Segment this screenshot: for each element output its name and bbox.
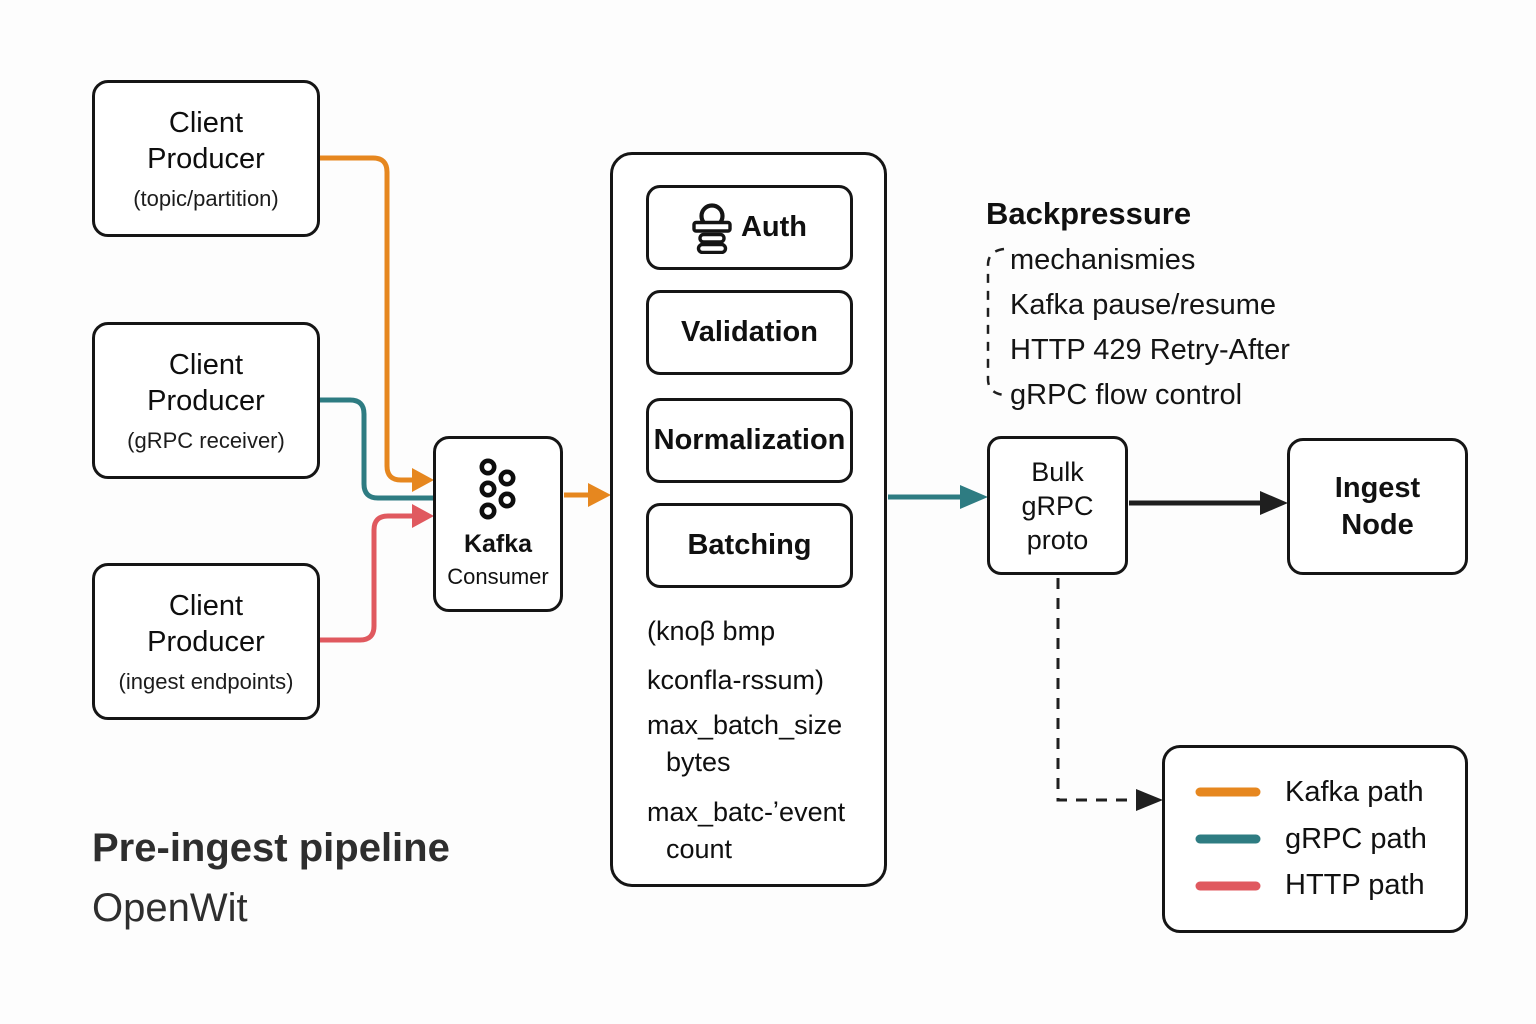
- legend-box: Kafka path gRPC path HTTP path: [1162, 745, 1468, 933]
- bulk-grpc-label-line: proto: [1026, 524, 1089, 555]
- note-line: kconfla-rssum): [647, 665, 825, 695]
- backpressure-list: mechanismies Kafka pause/resume HTTP 429…: [1010, 238, 1290, 418]
- auth-badge-icon: [692, 202, 732, 254]
- kafka-dots-icon: [479, 458, 516, 520]
- kafka-path-swatch: [1195, 787, 1261, 797]
- stage-label: Batching: [687, 529, 812, 561]
- client-producer-http: Client Producer (ingest endpoints): [92, 563, 320, 720]
- legend-pointer-dashed-line: [1056, 578, 1136, 802]
- pipeline-box: Auth Validation Normalization Batching (…: [610, 152, 887, 887]
- stage-validation: Validation: [646, 290, 853, 375]
- backpressure-item: Kafka pause/resume: [1010, 289, 1276, 321]
- note-line: bytes: [666, 747, 731, 777]
- producer-subtitle: (gRPC receiver): [127, 428, 285, 453]
- producer-title-line: Producer: [147, 385, 265, 417]
- stage-label: Normalization: [653, 424, 846, 456]
- legend-row-kafka: Kafka path: [1195, 776, 1465, 809]
- producer-subtitle: (topic/partition): [133, 186, 279, 211]
- backpressure-item: HTTP 429 Retry-After: [1010, 334, 1290, 366]
- kafka-consumer-label: Kafka: [463, 530, 533, 558]
- bulk-grpc-node: Bulk gRPC proto: [987, 436, 1128, 575]
- kafka-path-connector: [320, 155, 412, 483]
- legend-label: HTTP path: [1285, 869, 1425, 902]
- producer-title-line: Client: [168, 349, 244, 381]
- backpressure-item: mechanismies: [1010, 244, 1196, 276]
- backpressure-item: gRPC flow control: [1010, 379, 1243, 411]
- producer-title-line: Client: [168, 107, 244, 139]
- kafka-consumer-sublabel: Consumer: [447, 564, 549, 589]
- ingest-node-label-line: Ingest: [1334, 471, 1421, 504]
- note-line: max_batc-ʼevent: [647, 797, 846, 827]
- stage-label: Auth: [740, 211, 808, 243]
- legend-label: gRPC path: [1285, 822, 1427, 855]
- http-path-connector: [320, 513, 412, 643]
- client-producer-kafka: Client Producer (topic/partition): [92, 80, 320, 237]
- stage-normalization: Normalization: [646, 398, 853, 483]
- legend-row-http: HTTP path: [1195, 869, 1465, 902]
- backpressure-title: Backpressure: [986, 196, 1192, 231]
- producer-title-line: Producer: [147, 626, 265, 658]
- grpc-path-connector: [320, 397, 433, 501]
- grpc-path-swatch: [1195, 834, 1261, 844]
- stage-batching: Batching: [646, 503, 853, 588]
- legend-label: Kafka path: [1285, 775, 1424, 808]
- ingest-node: Ingest Node: [1287, 438, 1468, 575]
- ingest-node-label-line: Node: [1341, 508, 1414, 541]
- backpressure-bracket: [986, 247, 1005, 397]
- bulk-grpc-label-line: gRPC: [1021, 490, 1094, 521]
- stage-label: Validation: [681, 316, 818, 348]
- note-line: count: [666, 834, 733, 864]
- pipeline-note-batch-count: max_batc-ʼevent count: [647, 794, 845, 868]
- page-title: Pre-ingest pipeline: [92, 826, 450, 870]
- pipeline-input-arrowhead: [588, 483, 611, 507]
- note-line: max_batch_size: [647, 710, 843, 740]
- note-line: (knoβ bmp: [647, 616, 776, 646]
- stage-auth: Auth: [646, 185, 853, 270]
- pipeline-note-batch-size: max_batch_size bytes: [647, 707, 842, 781]
- producer-subtitle: (ingest endpoints): [118, 669, 294, 694]
- pipeline-output-arrowhead: [960, 485, 988, 509]
- kafka-consumer-node: Kafka Consumer: [433, 436, 563, 612]
- pipeline-note-knobs: (knoβ bmp kconfla-rssum): [647, 607, 824, 705]
- ingest-arrowhead: [1260, 491, 1288, 515]
- page-subtitle: OpenWit: [92, 886, 248, 930]
- legend-pointer-arrowhead: [1136, 789, 1163, 811]
- http-path-arrowhead: [412, 504, 434, 528]
- client-producer-grpc: Client Producer (gRPC receiver): [92, 322, 320, 479]
- kafka-path-arrowhead: [412, 468, 434, 492]
- http-path-swatch: [1195, 881, 1261, 891]
- bulk-grpc-label-line: Bulk: [1031, 456, 1084, 487]
- producer-title-line: Producer: [147, 143, 265, 175]
- legend-row-grpc: gRPC path: [1195, 823, 1465, 856]
- producer-title-line: Client: [168, 590, 244, 622]
